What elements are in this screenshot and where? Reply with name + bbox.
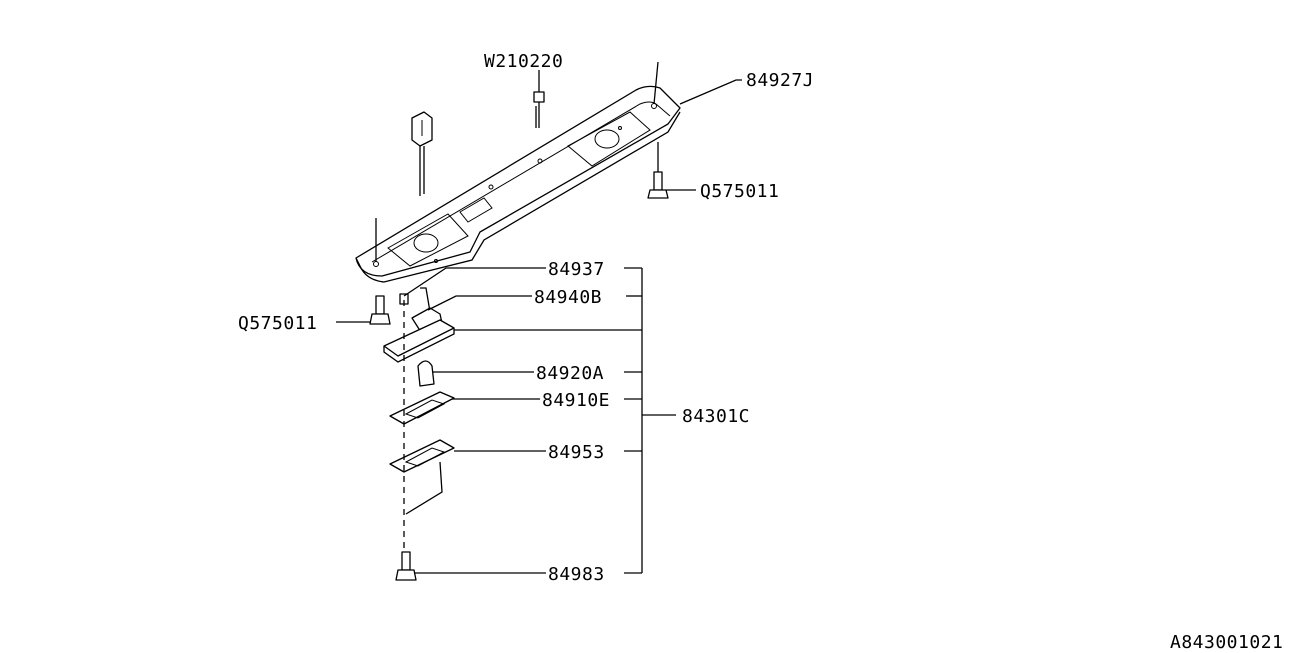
bracket-84927j [355,61,681,283]
wire-connector [411,111,433,196]
label-84920a: 84920A [536,363,604,384]
label-84953: 84953 [548,442,605,463]
screw-right [647,142,669,199]
label-84937: 84937 [548,259,605,280]
drawing-id: A843001021 [1170,632,1283,653]
label-q575011-left: Q575011 [238,313,317,334]
label-84910e: 84910E [542,390,610,411]
label-84940b: 84940B [534,287,602,308]
lamp-assembly [383,287,455,581]
label-84927j: 84927J [746,70,814,91]
clip-w210220 [533,78,545,128]
leader-lines [336,70,742,574]
label-84983: 84983 [548,564,605,585]
label-w210220: W210220 [484,51,563,72]
label-84301c: 84301C [682,406,750,427]
label-q575011-right: Q575011 [700,181,779,202]
screw-left [369,295,391,325]
